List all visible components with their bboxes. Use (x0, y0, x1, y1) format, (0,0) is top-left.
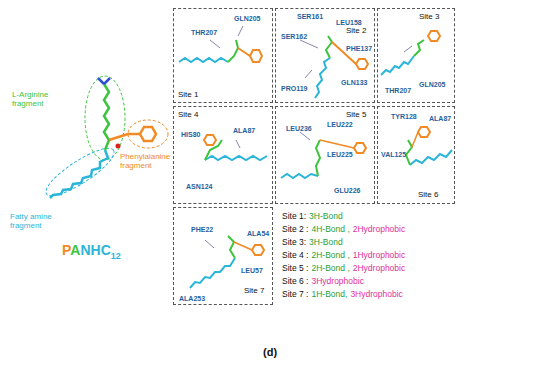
residue-label: LEU225 (327, 151, 353, 158)
interaction-text: 3Hydrophobic (350, 290, 402, 299)
residue-label: VAL125 (381, 151, 406, 158)
site-label: Site 5 (346, 111, 366, 119)
site-label: Site 4 (178, 111, 198, 119)
site-label: Site 3 (419, 13, 439, 21)
residue-label: PHE22 (191, 226, 213, 233)
interaction-summary-line: Site 1:3H-Bond (282, 212, 343, 221)
residue-label: ALA87 (429, 115, 451, 122)
interaction-text: Site 5 : (282, 264, 308, 273)
residue-label: LEU236 (286, 125, 312, 132)
interaction-text: Site 3: (282, 238, 306, 247)
site3-pose (381, 31, 440, 75)
interaction-text: 2Hydrophobic (353, 264, 405, 273)
residue-label: GLN133 (341, 79, 367, 86)
interaction-summary-line: Site 4 :2H-Bond , 1Hydrophobic (282, 251, 405, 260)
residue-label: TYR128 (391, 113, 417, 120)
interaction-text: Site 2 : (282, 225, 308, 234)
fragment-label: L-Arginine fragment (12, 90, 74, 108)
residue-label: PHE137 (346, 45, 372, 52)
residue-label: LEU57 (241, 267, 263, 274)
compound-name-part: NHC (80, 242, 110, 258)
residue-label: ALA87 (233, 127, 255, 134)
interaction-text: 1H-Bond, (311, 290, 347, 299)
residue-label: THR207 (385, 87, 411, 94)
site1-pose (179, 26, 262, 62)
interaction-text: Site 4 : (282, 251, 308, 260)
interaction-text: 3H-Bond (309, 212, 343, 221)
compound-name-part: P (62, 242, 70, 258)
compound-name: PANHC12 (62, 242, 121, 261)
residue-label: SER162 (281, 33, 307, 40)
residue-label: THR207 (191, 29, 217, 36)
compound-name-part: A (70, 242, 80, 258)
interaction-summary-line: Site 2 :4H-Bond , 2Hydrophobic (282, 225, 405, 234)
site7-pose (190, 236, 264, 288)
interaction-summary-line: Site 7 :1H-Bond,3Hydrophobic (282, 290, 403, 299)
interaction-summary-line: Site 6 :3Hydrophobic (282, 277, 364, 286)
interaction-summary-line: Site 3:3H-Bond (282, 238, 343, 247)
interaction-text: 2H-Bond , (311, 251, 349, 260)
site-panel: SER161LEU158SER162PHE137GLN133PRO119 Site… (275, 8, 375, 103)
residue-label: ASN124 (186, 183, 212, 190)
residue-label: ALA54 (247, 230, 269, 237)
site-panel: Site 3 THR207 GLN205 (377, 8, 455, 103)
site-label: Site 1 (178, 91, 198, 99)
site-panel: GLN205THR207Site 1 (173, 8, 273, 103)
site-panel: Site 4 HIS80 ALA87ASN124 (173, 106, 273, 204)
site-panel: TYR128 ALA87VAL125Site 6 (377, 106, 455, 204)
compound-name-part: 12 (111, 251, 121, 261)
site-label: Site 7 (244, 287, 264, 295)
site4-pose (204, 135, 267, 160)
interaction-text: 2H-Bond , (311, 264, 349, 273)
residue-label: GLN205 (234, 15, 260, 22)
interaction-summary-line: Site 5 :2H-Bond , 2Hydrophobic (282, 264, 405, 273)
residue-label: PRO119 (281, 85, 307, 92)
interaction-text: Site 6 : (282, 277, 308, 286)
site-panel: PHE22ALA54LEU57ALA253 Site 7 (173, 207, 273, 305)
residue-label: ALA253 (179, 295, 205, 302)
interaction-text: 2Hydrophobic (353, 225, 405, 234)
interaction-text: 3H-Bond (309, 238, 343, 247)
fragment-label: Fatty amine fragment (10, 212, 74, 230)
site-label: Site 2 (346, 27, 366, 35)
interaction-text: 4H-Bond , (311, 225, 349, 234)
fragment-label: Phenylalanine fragment (120, 152, 176, 170)
residue-label: GLN205 (419, 81, 445, 88)
panel-letter: (d) (263, 346, 277, 359)
interaction-text: 1Hydrophobic (353, 251, 405, 260)
interaction-text: Site 7 : (282, 290, 308, 299)
site-panel: Site 5 LEU222LEU236LEU225GLU226 (275, 106, 375, 204)
panhc12-molecule (40, 76, 168, 203)
residue-label: GLU226 (334, 187, 360, 194)
residue-label: LEU222 (327, 121, 353, 128)
interaction-text: Site 1: (282, 212, 306, 221)
site5-pose (281, 132, 366, 178)
site6-pose (406, 127, 452, 165)
site-label: Site 6 (418, 191, 438, 199)
residue-label: SER161 (297, 13, 323, 20)
residue-label: LEU158 (336, 19, 362, 26)
interaction-text: 3Hydrophobic (311, 277, 363, 286)
residue-label: HIS80 (181, 131, 200, 138)
